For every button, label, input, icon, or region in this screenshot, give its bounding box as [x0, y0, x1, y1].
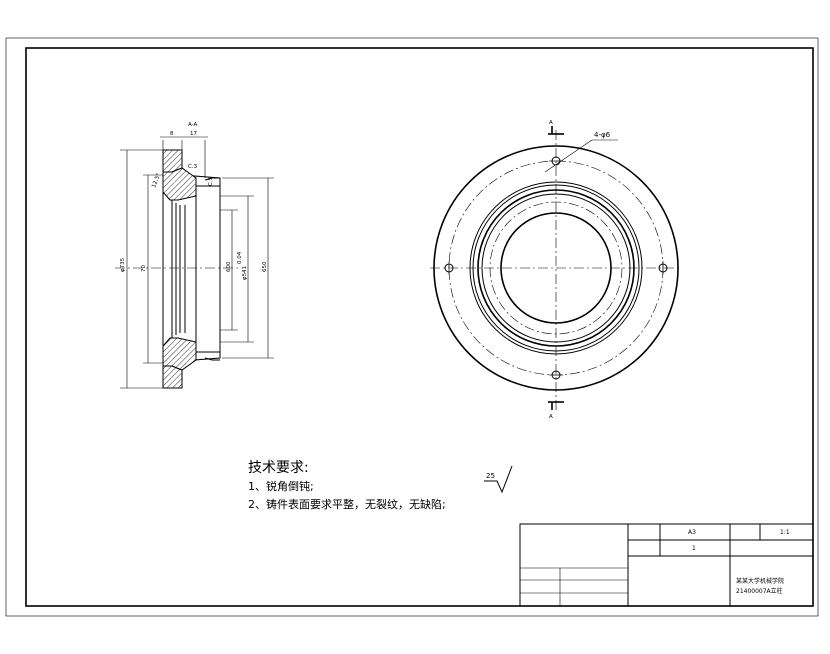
- roughness-symbol: [484, 465, 513, 494]
- section-mark-bottom: A: [549, 414, 553, 420]
- dim-angle: 12.5°: [151, 172, 162, 188]
- dim-dia-bore: 600: [226, 261, 232, 272]
- dim-dia-right: 650: [262, 261, 268, 272]
- roughness-value: 25: [486, 472, 495, 480]
- hole-callout: 4-φ6: [594, 131, 611, 139]
- title-block-scale: 1:1: [780, 529, 790, 536]
- section-mark-top: A: [549, 120, 553, 126]
- title-block-sheet-size: A3: [688, 529, 696, 536]
- section-view: [115, 136, 274, 389]
- inner-drawing-frame: [25, 47, 814, 607]
- tech-req-line-2: 2、铸件表面要求平整，无裂纹，无缺陷;: [248, 497, 446, 511]
- dim-top-width-a: 8: [170, 131, 174, 137]
- dim-dia-bore-tol-sup: 0.04: [237, 251, 243, 264]
- title-block-part-name-2: 21400007A立柱: [736, 587, 783, 595]
- section-label: A-A: [188, 122, 198, 128]
- tech-req-line-1: 1、锐角倒钝;: [248, 479, 314, 493]
- dim-dia-bore-tol: φ541: [242, 266, 248, 280]
- title-block-quantity: 1: [692, 545, 696, 552]
- dim-chamfer-1: C.3: [188, 164, 198, 170]
- dim-dia-bolt: 70: [141, 265, 147, 272]
- dim-top-width-b: 17: [190, 131, 197, 137]
- dim-dia-outer: φ735: [120, 257, 126, 272]
- dim-chamfer-2: C.5: [208, 176, 214, 186]
- title-block: [519, 523, 814, 607]
- tech-req-title: 技术要求:: [248, 460, 309, 476]
- title-block-part-name-1: 某某大学机械学院: [736, 577, 784, 585]
- front-view: [430, 126, 682, 410]
- outer-sheet-border: [5, 37, 819, 617]
